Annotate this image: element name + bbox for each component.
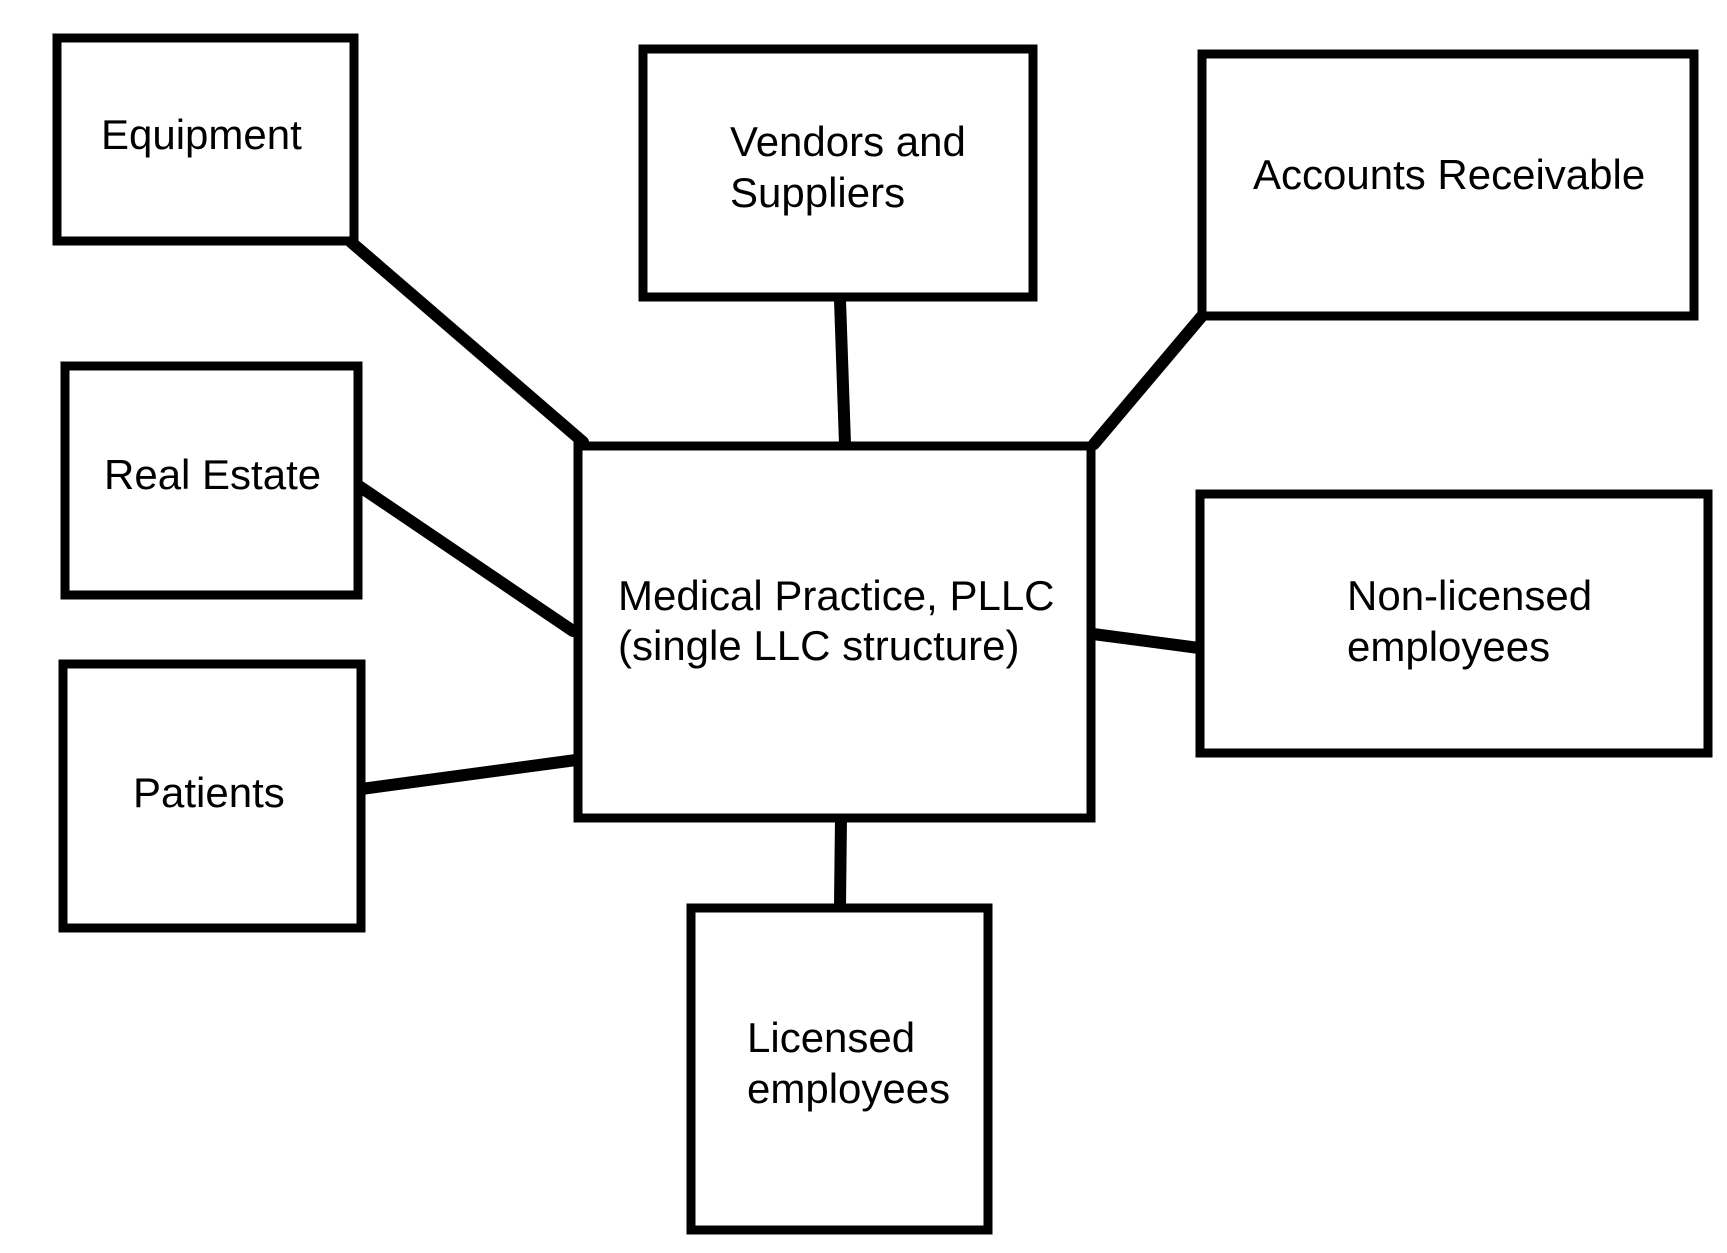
connector-non-licensed xyxy=(1087,628,1205,654)
connectors xyxy=(345,236,1208,911)
box-vendors xyxy=(638,44,1038,302)
connector-equipment xyxy=(345,236,589,448)
box-patients xyxy=(58,659,366,933)
connector-licensed xyxy=(834,811,847,911)
connector-patients xyxy=(348,754,582,796)
patients-label: Patients xyxy=(133,769,285,816)
boxes xyxy=(52,33,1713,1235)
connector-real-estate xyxy=(350,478,579,637)
box-equipment xyxy=(52,33,359,246)
box-real-estate xyxy=(60,361,363,600)
center-label: Medical Practice, PLLC (single LLC struc… xyxy=(618,572,1066,669)
accounts-receivable-label: Accounts Receivable xyxy=(1253,151,1645,198)
equipment-label: Equipment xyxy=(101,111,302,158)
box-accounts-receivable xyxy=(1197,49,1699,321)
non-licensed-label: Non-licensed employees xyxy=(1347,572,1604,670)
connector-accounts-receivable xyxy=(1088,310,1208,450)
connector-vendors xyxy=(834,294,851,450)
labels: Medical Practice, PLLC (single LLC struc… xyxy=(101,111,1645,1112)
vendors-label: Vendors and Suppliers xyxy=(730,118,978,216)
box-licensed xyxy=(686,903,993,1235)
licensed-label: Licensed employees xyxy=(747,1014,950,1112)
real-estate-label: Real Estate xyxy=(104,451,321,498)
box-non-licensed xyxy=(1195,489,1713,758)
box-center xyxy=(573,441,1096,823)
